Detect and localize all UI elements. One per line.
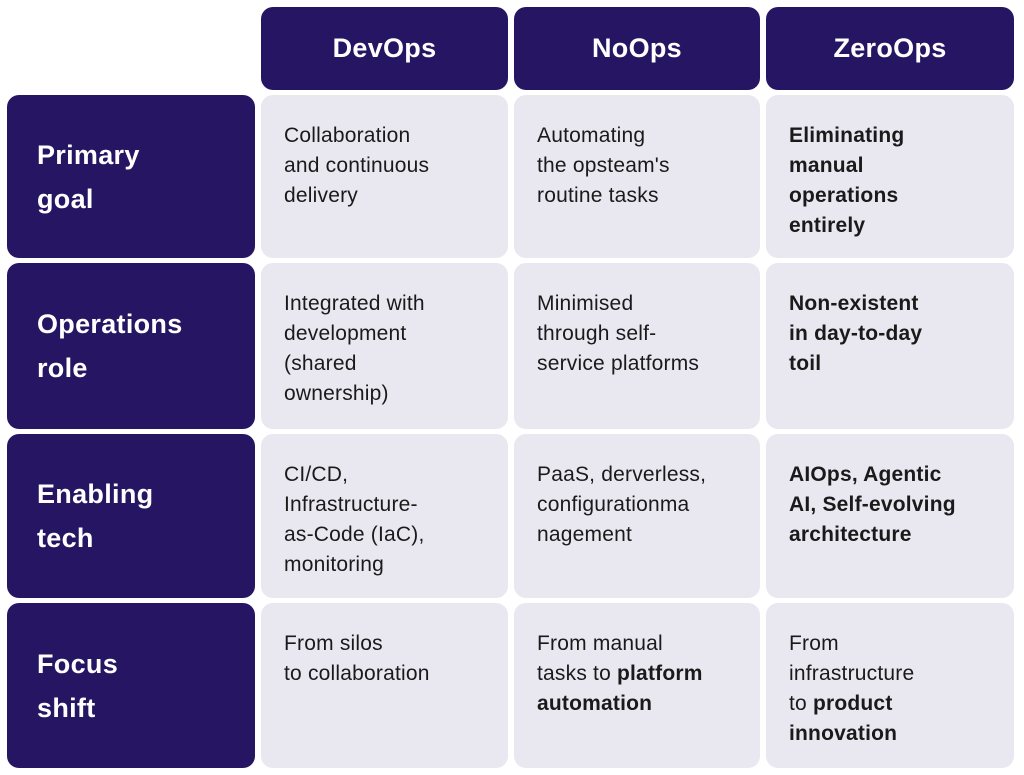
column-header-noops: NoOps [514, 7, 760, 90]
cell-devops-enabling-tech: CI/CD, Infrastructure- as-Code (IaC), mo… [261, 434, 508, 598]
column-header-devops: DevOps [261, 7, 508, 90]
corner-spacer [7, 7, 255, 90]
cell-zeroops-operations-role: Non-existent in day-to-day toil [766, 263, 1014, 429]
cell-noops-operations-role: Minimised through self- service platform… [514, 263, 760, 429]
cell-devops-operations-role: Integrated with development (shared owne… [261, 263, 508, 429]
cell-noops-primary-goal: Automating the opsteam's routine tasks [514, 95, 760, 258]
row-header-primary-goal: Primary goal [7, 95, 255, 258]
cell-noops-enabling-tech: PaaS, derverless, configurationma nageme… [514, 434, 760, 598]
cell-devops-focus-shift: From silos to collaboration [261, 603, 508, 768]
row-header-enabling-tech: Enabling tech [7, 434, 255, 598]
cell-devops-primary-goal: Collaboration and continuous delivery [261, 95, 508, 258]
column-header-zeroops: ZeroOps [766, 7, 1014, 90]
row-header-focus-shift: Focus shift [7, 603, 255, 768]
row-header-operations-role: Operations role [7, 263, 255, 429]
cell-zeroops-primary-goal: Eliminating manual operations entirely [766, 95, 1014, 258]
cell-noops-focus-shift: From manual tasks to platform automation [514, 603, 760, 768]
cell-zeroops-focus-shift: From infrastructure to product innovatio… [766, 603, 1014, 768]
cell-zeroops-enabling-tech: AIOps, Agentic AI, Self-evolving archite… [766, 434, 1014, 598]
